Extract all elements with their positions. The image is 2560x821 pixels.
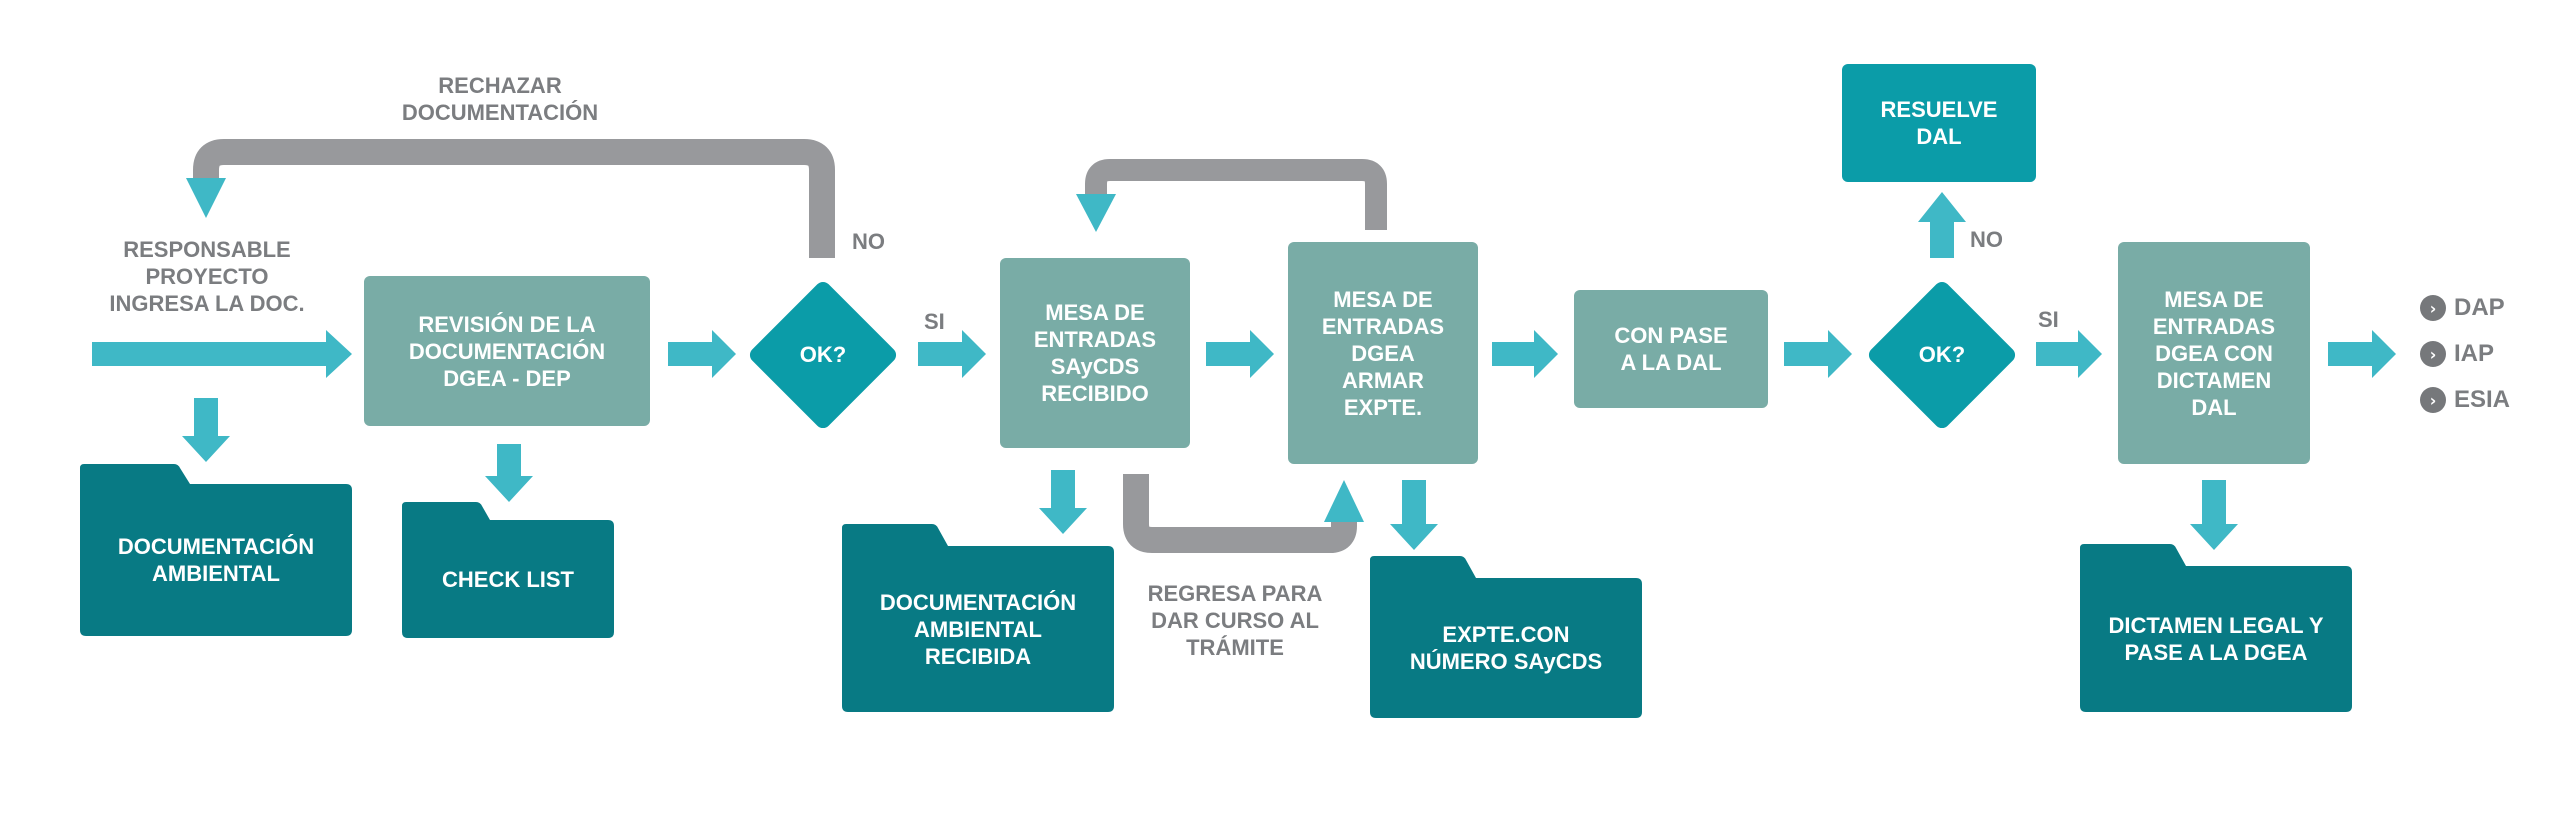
- folder-expte-numero: EXPTE.CON NÚMERO SAyCDS: [1370, 556, 1642, 718]
- folder-icon: [80, 464, 352, 636]
- chevron-right-icon: ›: [2420, 341, 2446, 367]
- reject-loop-arrowhead: [186, 178, 226, 218]
- no-label-1: NO: [852, 229, 885, 254]
- mesa-dictamen-box: MESA DE ENTRADAS DGEA CON DICTAMEN DAL: [2118, 242, 2310, 464]
- responsable-label: RESPONSABLE PROYECTO INGRESA LA DOC.: [109, 237, 305, 316]
- folder-dictamen-legal-label: DICTAMEN LEGAL Y PASE A LA DGEA: [2108, 613, 2324, 665]
- mesa-dgea-box: MESA DE ENTRADAS DGEA ARMAR EXPTE.: [1288, 242, 1478, 464]
- pase-dal-box: CON PASE A LA DAL: [1574, 290, 1768, 408]
- arrow-down-doc-ambiental: [182, 398, 230, 462]
- revision-box: REVISIÓN DE LA DOCUMENTACIÓN DGEA - DEP: [364, 276, 650, 426]
- chevron-right-icon: ›: [2420, 295, 2446, 321]
- arrow-down-expte: [1390, 480, 1438, 550]
- output-item-dap: › DAP: [2420, 294, 2505, 322]
- folder-icon: [1370, 556, 1642, 718]
- folder-icon: [2080, 544, 2352, 712]
- arrow-up-resuelve: [1918, 192, 1966, 258]
- si-label-1: SI: [924, 309, 945, 334]
- folder-doc-recibida-label: DOCUMENTACIÓN AMBIENTAL RECIBIDA: [879, 589, 1077, 669]
- regresa-label: REGRESA PARA DAR CURSO AL TRÁMITE: [1147, 581, 1323, 660]
- folder-doc-ambiental-label: DOCUMENTACIÓN AMBIENTAL: [117, 534, 315, 586]
- decision-ok-1-label: OK?: [799, 342, 847, 367]
- output-label: DAP: [2454, 294, 2505, 321]
- output-label: IAP: [2454, 340, 2495, 367]
- folder-doc-recibida: DOCUMENTACIÓN AMBIENTAL RECIBIDA: [842, 524, 1114, 712]
- upper-loop-line: [1085, 159, 1387, 230]
- arrow-pase-ok2: [1784, 330, 1852, 378]
- arrow-mesa-dgea-pase: [1492, 330, 1558, 378]
- chevron-right-icon: ›: [2420, 387, 2446, 413]
- folder-expte-numero-label: EXPTE.CON NÚMERO SAyCDS: [1409, 622, 1603, 674]
- folder-icon: [402, 502, 614, 638]
- arrow-down-dictamen: [2190, 480, 2238, 550]
- output-label: ESIA: [2454, 386, 2511, 413]
- arrow-revision-ok1: [668, 330, 736, 378]
- arrow-down-check-list: [485, 444, 533, 502]
- no-label-2: NO: [1970, 227, 2003, 252]
- arrow-ok1-mesa: [918, 330, 986, 378]
- folder-icon: [842, 524, 1114, 712]
- reject-loop-line: [193, 139, 835, 258]
- arrow-ok2-mesa-dictamen: [2036, 330, 2102, 378]
- return-loop-arrowhead: [1324, 480, 1364, 522]
- folder-dictamen-legal: DICTAMEN LEGAL Y PASE A LA DGEA: [2080, 544, 2352, 712]
- decision-ok-2-label: OK?: [1918, 342, 1966, 367]
- upper-loop-arrowhead: [1076, 194, 1116, 232]
- start-arrow: [92, 330, 352, 378]
- arrow-to-outputs: [2328, 330, 2396, 378]
- output-item-iap: › IAP: [2420, 340, 2494, 368]
- decision-ok-1: OK?: [746, 278, 900, 432]
- si-label-2: SI: [2038, 307, 2059, 332]
- resuelve-dal-box: RESUELVE DAL: [1842, 64, 2036, 182]
- folder-check-list: CHECK LIST: [402, 502, 614, 638]
- return-loop-line: [1123, 474, 1357, 553]
- rechazar-label: RECHAZAR DOCUMENTACIÓN: [401, 73, 599, 125]
- folder-doc-ambiental: DOCUMENTACIÓN AMBIENTAL: [80, 464, 352, 636]
- folder-check-list-label: CHECK LIST: [442, 566, 574, 592]
- arrow-mesa-sacyds-dgea: [1206, 330, 1274, 378]
- output-item-esia: › ESIA: [2420, 386, 2510, 414]
- flow-arrows: [92, 192, 2396, 550]
- decision-ok-2: OK?: [1865, 278, 2019, 432]
- arrow-down-doc-recibida: [1039, 470, 1087, 534]
- mesa-sacyds-box: MESA DE ENTRADAS SAyCDS RECIBIDO: [1000, 258, 1190, 448]
